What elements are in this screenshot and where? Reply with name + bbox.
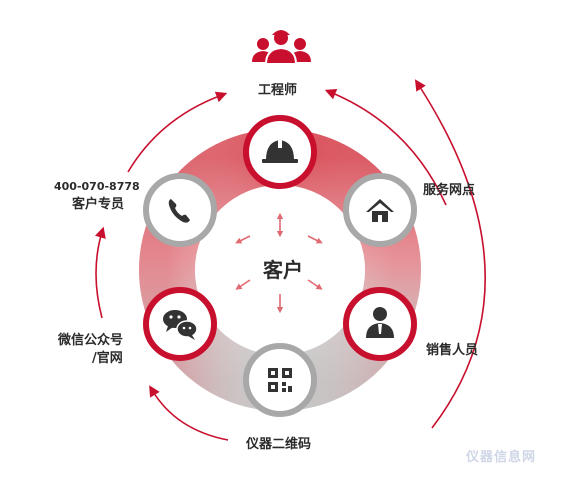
node-service-home (343, 173, 417, 247)
salesperson-icon (366, 307, 394, 338)
label-engineer: 工程师 (258, 83, 298, 98)
arrow-left-mid (95, 226, 106, 319)
arrow-right-outer (414, 79, 486, 429)
node-phone (143, 173, 217, 247)
arrow-left-bottom (149, 385, 229, 441)
label-qrcode: 仪器二维码 (246, 437, 312, 452)
node-sales-person (343, 287, 417, 361)
center-arrows (235, 212, 323, 314)
qrcode-icon (268, 368, 292, 392)
label-wechat-line1: 微信公众号 (58, 333, 124, 348)
label-sales: 销售人员 (426, 343, 479, 358)
home-icon (366, 199, 394, 222)
watermark: 仪器信息网 (466, 450, 537, 465)
node-wechat (143, 287, 217, 361)
arrow-left-top (127, 91, 228, 173)
label-wechat-line2: /官网 (92, 351, 123, 366)
center-customer-label: 客户 (263, 258, 303, 282)
node-engineer-hardhat (243, 115, 317, 189)
label-service-outlet: 服务网点 (423, 183, 476, 198)
arrow-right-inner (324, 88, 447, 206)
engineers-group-icon (252, 29, 311, 65)
outer-arrows (95, 79, 486, 441)
label-phone-number: 400-070-8778 (54, 180, 140, 193)
hardhat-icon (262, 138, 298, 163)
phone-icon (168, 199, 190, 223)
label-customer-specialist: 客户专员 (72, 197, 125, 212)
node-qrcode (243, 343, 317, 417)
wechat-icon (163, 310, 198, 340)
